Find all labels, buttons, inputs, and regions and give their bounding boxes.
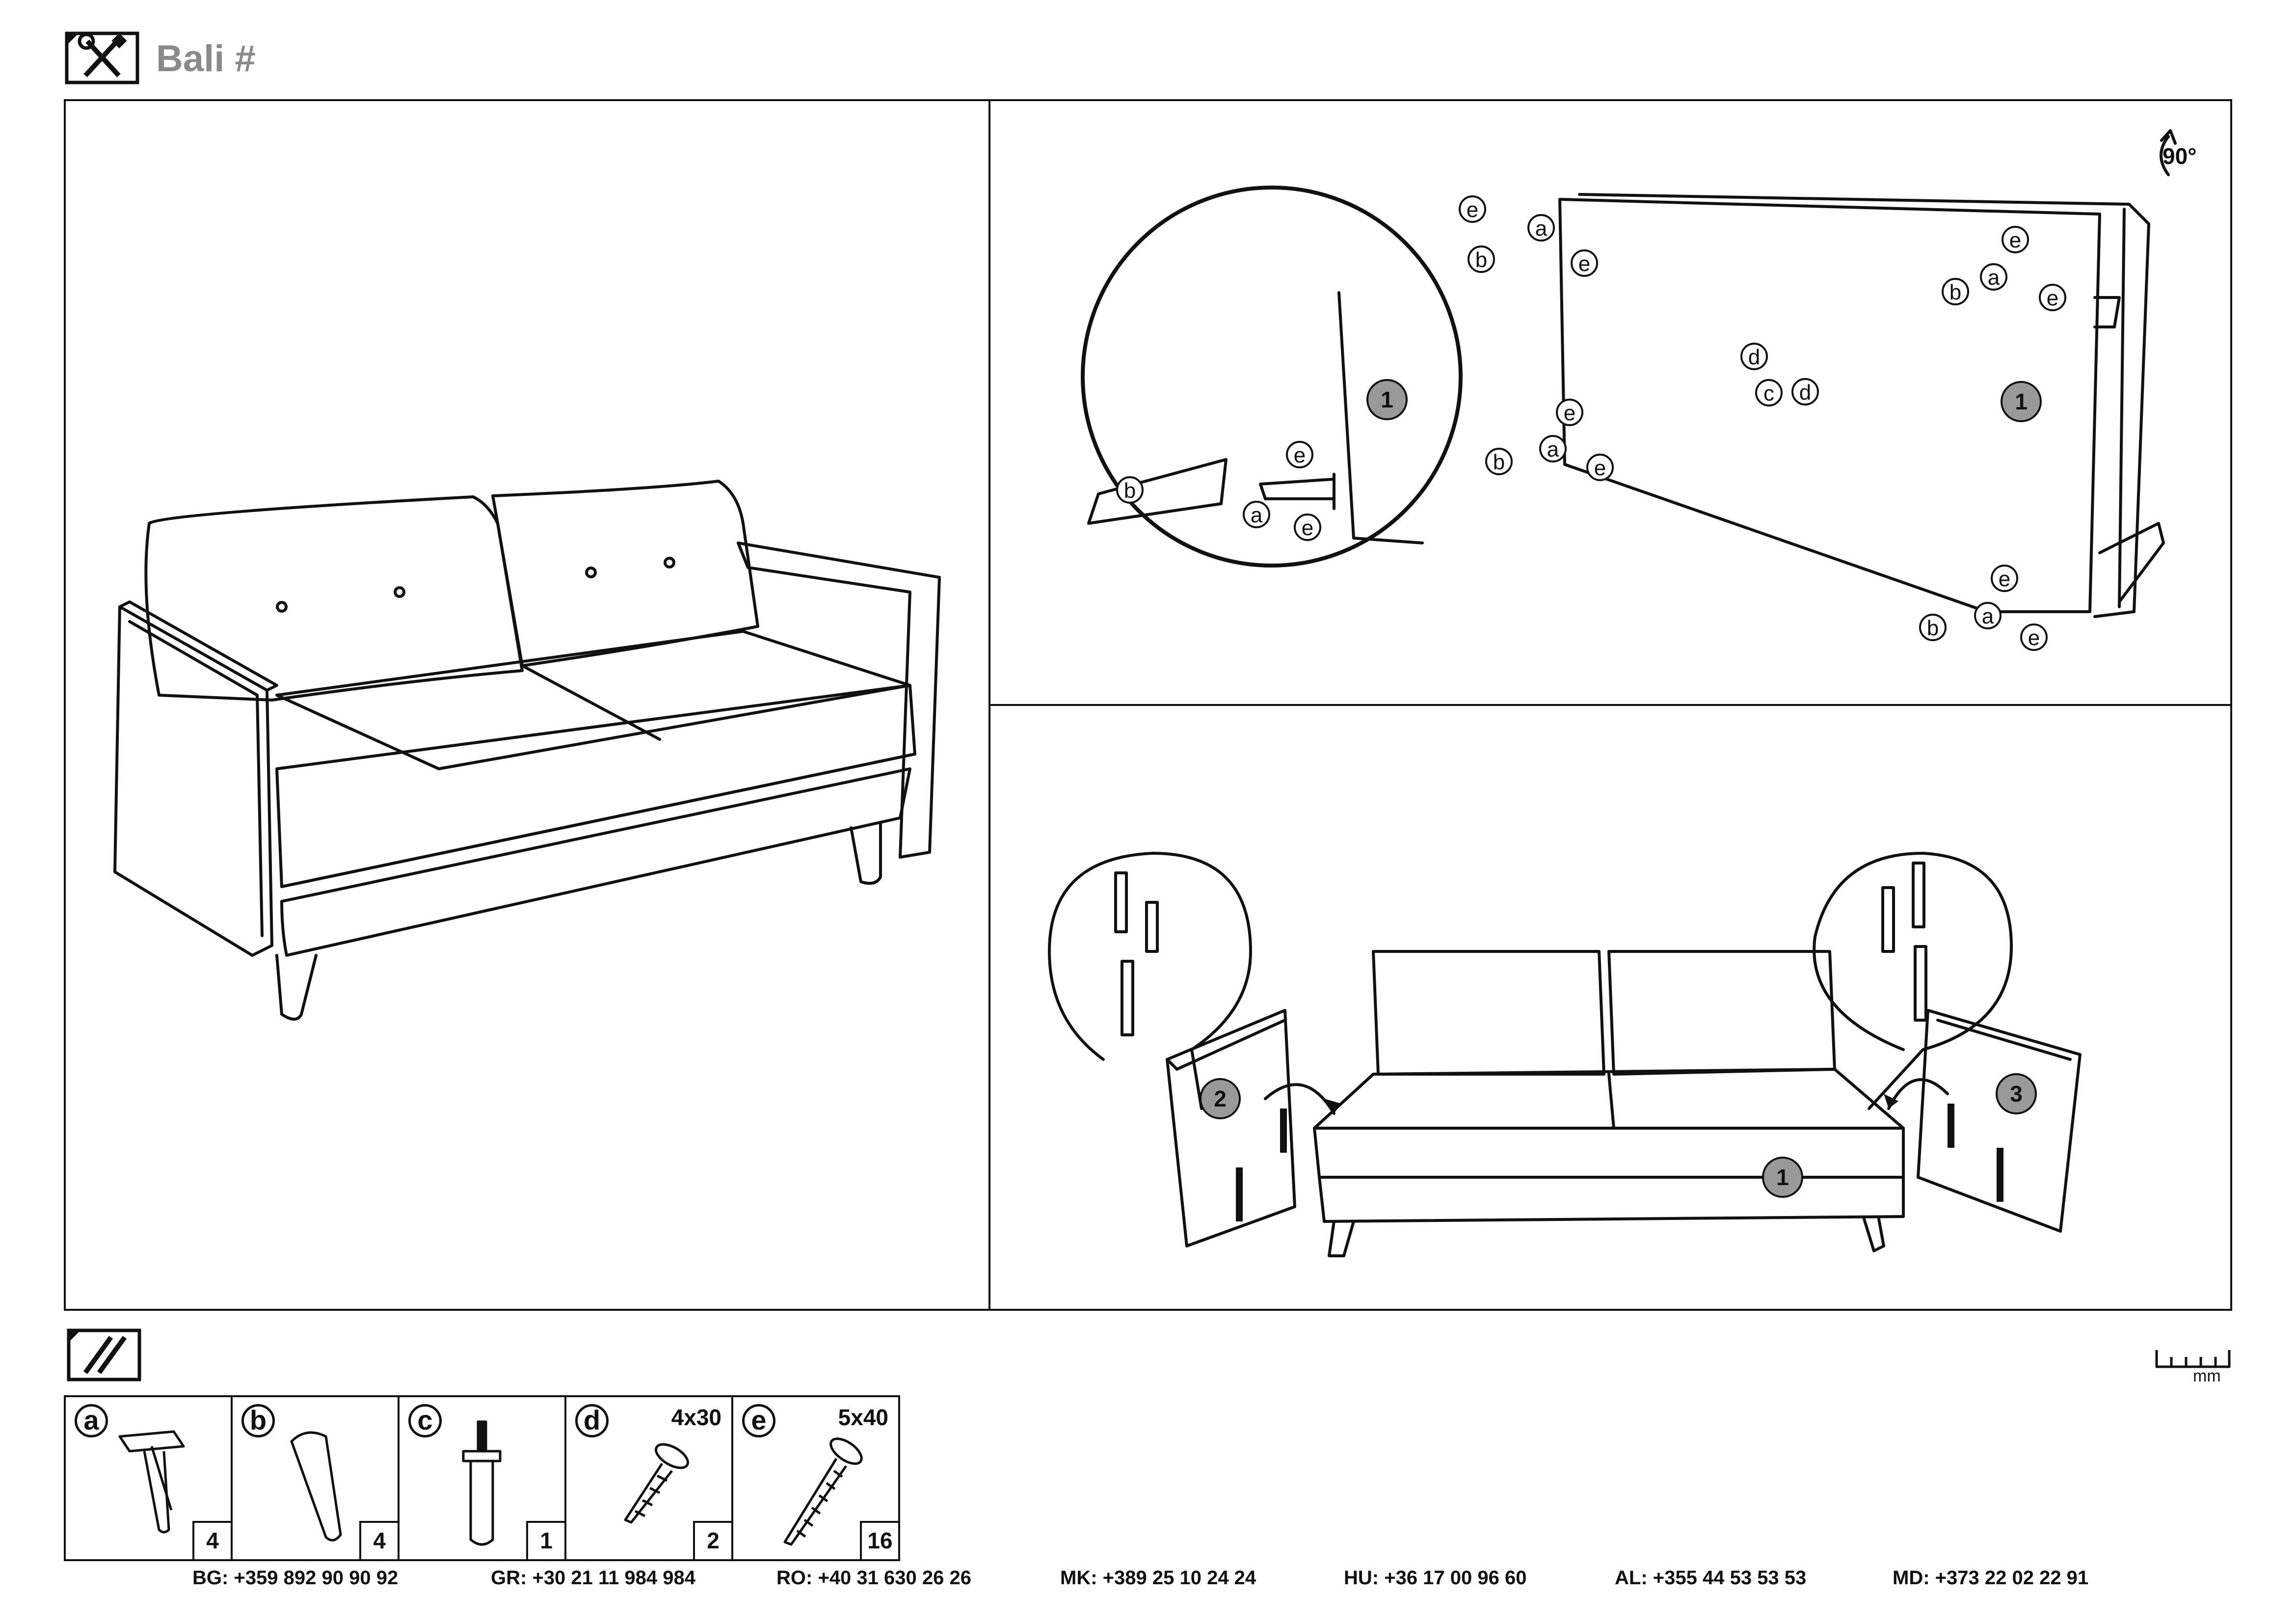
contact-md: MD: +373 22 02 22 91 [1893, 1567, 2088, 1589]
hardware-qty: 2 [693, 1521, 731, 1559]
contact-ro: RO: +40 31 630 26 26 [776, 1567, 971, 1589]
hardware-letter: e [742, 1404, 775, 1437]
label-e: e [2028, 626, 2040, 650]
label-part-1: 1 [2015, 389, 2028, 414]
screws-icon [66, 1327, 142, 1382]
label-e: e [2009, 228, 2021, 252]
label-d: d [1799, 380, 1811, 405]
label-e: e [1578, 252, 1590, 276]
step-armrests-illustration: 2 3 1 [1048, 852, 2082, 1257]
hardware-qty: 4 [359, 1521, 398, 1559]
rotation-label: 90° [2163, 143, 2197, 169]
hardware-letter: b [241, 1404, 275, 1437]
label-a: a [1547, 437, 1559, 461]
hardware-item-c: c 1 [398, 1395, 566, 1561]
label-e: e [1467, 198, 1478, 222]
label-e: e [1999, 567, 2010, 591]
contact-code: RO: [776, 1567, 813, 1589]
label-e: e [1294, 443, 1306, 467]
label-e: e [1564, 401, 1575, 425]
contact-phone: +40 31 630 26 26 [818, 1567, 971, 1589]
contact-al: AL: +355 44 53 53 53 [1615, 1567, 1806, 1589]
label-b: b [1949, 280, 1961, 304]
contact-code: BG: [192, 1567, 229, 1589]
label-a: a [1988, 266, 2000, 290]
label-b: b [1493, 450, 1505, 474]
contact-gr: GR: +30 21 11 984 984 [491, 1567, 695, 1589]
label-b: b [1124, 479, 1136, 503]
hardware-item-e: e 5x40 16 [731, 1395, 900, 1561]
ruler-unit: mm [2193, 1367, 2221, 1385]
contact-code: HU: [1344, 1567, 1379, 1589]
label-a: a [1251, 503, 1263, 527]
panel-step-legs: 90° [988, 99, 2232, 706]
tools-icon [64, 30, 140, 85]
hardware-item-b: b 4 [231, 1395, 400, 1561]
contact-code: GR: [491, 1567, 527, 1589]
label-a: a [1982, 604, 1994, 628]
screw-icon [624, 1443, 689, 1524]
center-leg-icon [462, 1420, 502, 1546]
hardware-item-a: a 4 [64, 1395, 233, 1561]
contact-code: MD: [1893, 1567, 1930, 1589]
wooden-leg-icon [290, 1431, 342, 1542]
label-e: e [1594, 456, 1606, 480]
hardware-item-d: d 4x30 2 [564, 1395, 733, 1561]
hardware-qty: 1 [526, 1521, 564, 1559]
hardware-size: 5x40 [838, 1405, 888, 1430]
contact-phone: +355 44 53 53 53 [1653, 1567, 1807, 1589]
label-part-1: 1 [1381, 387, 1393, 412]
panel-sofa-overview [64, 99, 990, 1311]
hardware-size: 4x30 [671, 1405, 721, 1430]
hardware-qty: 16 [860, 1521, 898, 1559]
step-legs-illustration: 90° [1081, 129, 2197, 651]
label-part-1: 1 [1776, 1164, 1789, 1190]
hardware-letter: a [75, 1404, 108, 1437]
panel-step-armrests: 2 3 1 [988, 704, 2232, 1311]
leg-bracket-icon [118, 1430, 185, 1534]
label-e: e [2047, 286, 2058, 310]
label-part-3: 3 [2010, 1081, 2023, 1107]
contact-mk: MK: +389 25 10 24 24 [1060, 1567, 1256, 1589]
label-b: b [1927, 616, 1939, 640]
sofa-overview-illustration [113, 480, 941, 1021]
hardware-letter: c [408, 1404, 442, 1437]
contact-phone: +359 892 90 90 92 [234, 1567, 399, 1589]
label-e: e [1302, 516, 1313, 540]
contact-code: MK: [1060, 1567, 1097, 1589]
contact-phone: +389 25 10 24 24 [1102, 1567, 1256, 1589]
label-d: d [1748, 345, 1760, 369]
contact-bg: BG: +359 892 90 90 92 [192, 1567, 398, 1589]
contact-hu: HU: +36 17 00 96 60 [1344, 1567, 1527, 1589]
label-c: c [1763, 381, 1774, 406]
screw-icon [783, 1437, 863, 1546]
label-part-2: 2 [1214, 1086, 1227, 1111]
label-b: b [1475, 248, 1487, 272]
ruler-icon: mm [2154, 1345, 2232, 1385]
hardware-qty: 4 [192, 1521, 231, 1559]
page-title: Bali # [156, 38, 256, 80]
contact-code: AL: [1615, 1567, 1648, 1589]
contact-phone: +36 17 00 96 60 [1384, 1567, 1527, 1589]
contact-phone: +373 22 02 22 91 [1935, 1567, 2089, 1589]
hardware-letter: d [575, 1404, 609, 1437]
contact-phone: +30 21 11 984 984 [532, 1567, 696, 1589]
label-a: a [1535, 217, 1548, 241]
